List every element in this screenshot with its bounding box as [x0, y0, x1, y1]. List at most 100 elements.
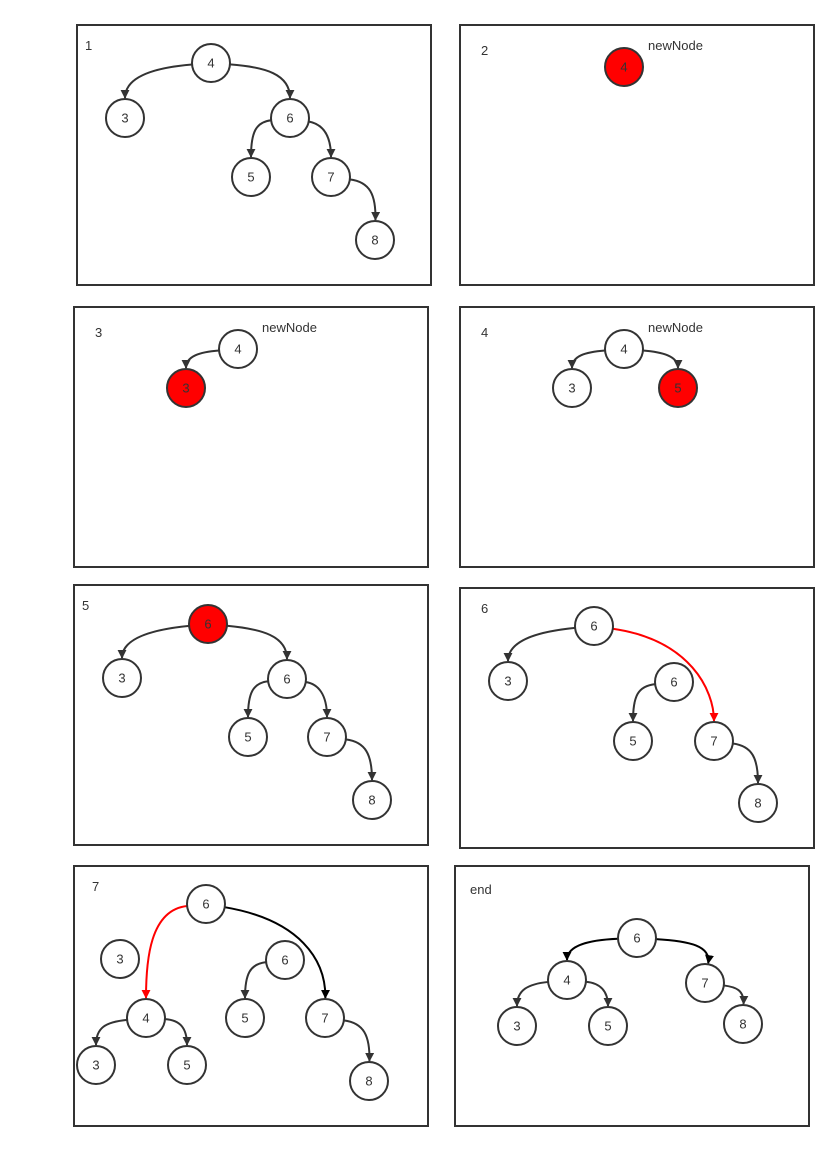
edge-a-d	[141, 905, 188, 999]
tree-node: 3	[488, 661, 528, 701]
node-circle	[102, 658, 142, 698]
new-node-circle	[658, 368, 698, 408]
node-value: 3	[92, 1058, 99, 1073]
tree-node: 3	[166, 368, 206, 408]
node-circle	[231, 157, 271, 197]
tree-node: 7	[307, 717, 347, 757]
node-circle	[588, 1006, 628, 1046]
node-value: 4	[234, 342, 241, 357]
tree-node: 4	[547, 960, 587, 1000]
tree-node: 3	[100, 939, 140, 979]
panel-label: 4	[481, 325, 488, 340]
tree-node: 4	[126, 998, 166, 1038]
tree-node: 8	[355, 220, 395, 260]
tree-node: 4	[218, 329, 258, 369]
edge-a-c	[229, 63, 295, 99]
node-value: 4	[207, 56, 214, 71]
node-circle	[738, 783, 778, 823]
tree-node: 6	[574, 606, 614, 646]
edge-c-d	[246, 119, 272, 158]
edge-c-d	[243, 680, 269, 718]
new-node-note: newNode	[262, 320, 317, 335]
node-value: 8	[368, 793, 375, 808]
tree-node: 6	[186, 884, 226, 924]
edge-c-d	[628, 683, 656, 722]
node-circle	[225, 998, 265, 1038]
tree-node: 8	[738, 783, 778, 823]
node-value: 6	[286, 111, 293, 126]
edge-e-f	[345, 738, 377, 781]
tree-node: 6	[654, 662, 694, 702]
tree-node: 6	[617, 918, 657, 958]
node-circle	[228, 717, 268, 757]
tree-node: 5	[613, 721, 653, 761]
tree-node: 6	[270, 98, 310, 138]
new-node-circle	[166, 368, 206, 408]
tree-node: 3	[102, 658, 142, 698]
node-circle	[617, 918, 657, 958]
edge-c-f	[723, 984, 749, 1005]
node-value: 6	[670, 675, 677, 690]
tree-node: 8	[349, 1061, 389, 1101]
node-circle	[270, 98, 310, 138]
tree-node: 5	[167, 1045, 207, 1085]
node-circle	[547, 960, 587, 1000]
node-circle	[685, 963, 725, 1003]
node-value: 5	[244, 730, 251, 745]
node-value: 3	[513, 1019, 520, 1034]
node-value: 8	[739, 1017, 746, 1032]
tree-node: 4	[604, 47, 644, 87]
node-circle	[352, 780, 392, 820]
tree-node: 7	[694, 721, 734, 761]
node-circle	[105, 98, 145, 138]
panel-frame	[73, 306, 429, 568]
node-circle	[574, 606, 614, 646]
tree-node: 6	[267, 659, 307, 699]
node-value: 5	[629, 734, 636, 749]
node-circle	[267, 659, 307, 699]
node-circle	[654, 662, 694, 702]
node-value: 5	[247, 170, 254, 185]
edge-b-d	[512, 980, 549, 1007]
edge-e-f	[732, 742, 763, 784]
edge-a-b	[117, 624, 190, 659]
node-value: 5	[604, 1019, 611, 1034]
node-circle	[100, 939, 140, 979]
tree-node: 4	[604, 329, 644, 369]
new-node-circle	[604, 47, 644, 87]
tree-node: 5	[588, 1006, 628, 1046]
node-circle	[167, 1045, 207, 1085]
node-value: 6	[204, 617, 211, 632]
edge-a-c	[655, 938, 714, 965]
edge-d-g	[91, 1018, 128, 1046]
panel-3: 3 newNode 4 3	[73, 306, 429, 568]
tree-node: 5	[658, 368, 698, 408]
node-value: 3	[568, 381, 575, 396]
node-value: 5	[241, 1011, 248, 1026]
node-value: 7	[327, 170, 334, 185]
edge-a-c	[642, 349, 683, 369]
node-value: 4	[620, 60, 627, 75]
panel-label: 3	[95, 325, 102, 340]
node-value: 7	[323, 730, 330, 745]
node-circle	[305, 998, 345, 1038]
node-circle	[604, 329, 644, 369]
tree-node: 7	[311, 157, 351, 197]
edge-a-b	[567, 349, 606, 369]
tree-node: 3	[105, 98, 145, 138]
node-value: 3	[504, 674, 511, 689]
node-value: 7	[701, 976, 708, 991]
node-value: 5	[183, 1058, 190, 1073]
panel-label: 2	[481, 43, 488, 58]
panel-label: 1	[85, 38, 92, 53]
panel-1: 1 4 3 6 5 7 8	[76, 24, 432, 286]
node-circle	[349, 1061, 389, 1101]
node-circle	[218, 329, 258, 369]
edge-e-f	[349, 178, 381, 221]
edge-a-b	[120, 63, 193, 99]
edge-c-e	[308, 120, 336, 158]
node-value: 7	[710, 734, 717, 749]
